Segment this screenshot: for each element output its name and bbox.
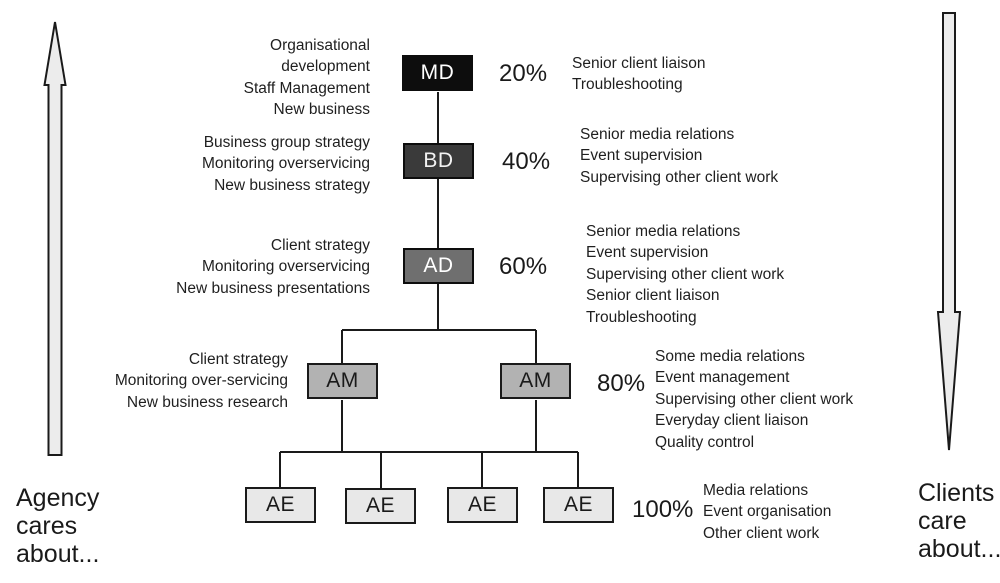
clients-care-caption: Clients care about... xyxy=(918,479,1000,563)
box-ae-1: AE xyxy=(245,487,316,523)
agency-cares-ad: Client strategy Monitoring overservicing… xyxy=(176,237,370,297)
box-bd: BD xyxy=(403,143,474,179)
box-ae-2: AE xyxy=(345,488,416,524)
box-am-1: AM xyxy=(307,363,378,399)
percent-md: 20% xyxy=(499,60,548,87)
box-ae-3: AE xyxy=(447,487,518,523)
agency-cares-bd: Business group strategy Monitoring overs… xyxy=(202,134,370,194)
percent-ae: 100% xyxy=(632,496,694,523)
clients-care-am: Some media relations Event management Su… xyxy=(655,348,854,451)
clients-care-md: Senior client liaison Troubleshooting xyxy=(572,55,706,94)
clients-care-bd: Senior media relations Event supervision… xyxy=(580,126,779,186)
clients-care-ad: Senior media relations Event supervision… xyxy=(586,223,785,326)
box-ae-4: AE xyxy=(543,487,614,523)
box-am-2: AM xyxy=(500,363,571,399)
percent-bd: 40% xyxy=(502,148,551,175)
agency-up-arrow-icon xyxy=(43,21,67,456)
clients-care-ae: Media relations Event organisation Other… xyxy=(703,482,832,542)
agency-cares-am: Client strategy Monitoring over-servicin… xyxy=(114,351,288,411)
box-ad: AD xyxy=(403,248,474,284)
box-md: MD xyxy=(402,55,473,91)
percent-ad: 60% xyxy=(499,253,548,280)
percent-am: 80% xyxy=(597,370,646,397)
clients-down-arrow-icon xyxy=(936,12,962,451)
agency-cares-caption: Agency cares about... xyxy=(16,484,100,568)
agency-cares-md: Organisational development Staff Managem… xyxy=(243,37,370,119)
